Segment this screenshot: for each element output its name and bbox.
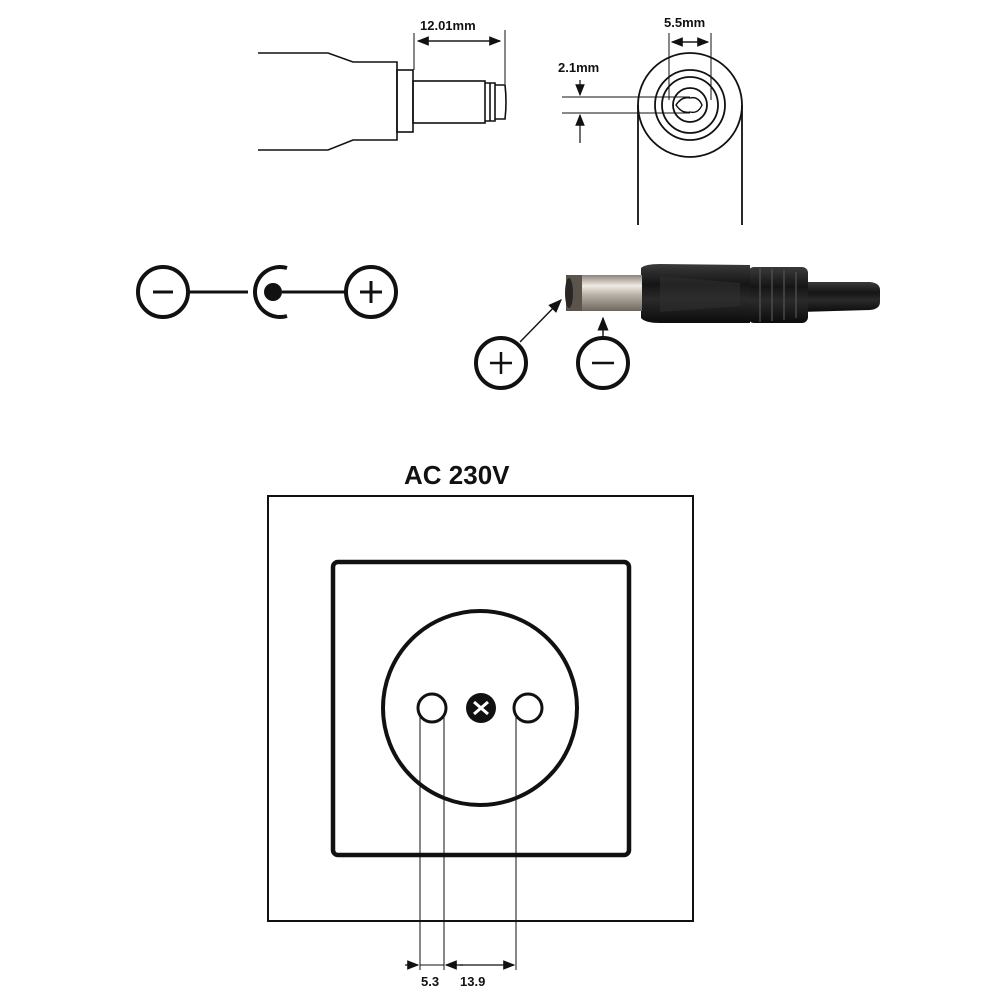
socket-pin-hole-right: [512, 692, 544, 724]
pin-spacing-label: 13.9: [460, 974, 485, 989]
outer-diameter-label: 5.5mm: [664, 15, 705, 30]
tip-positive-icon: [474, 336, 528, 390]
pin-diameter-label: 5.3: [421, 974, 439, 989]
inner-diameter-label: 2.1mm: [558, 60, 599, 75]
positive-terminal-icon: [344, 265, 398, 319]
plug-side-view: [258, 30, 507, 151]
socket-outer-frame: [267, 495, 694, 922]
socket-inner-frame: [330, 559, 632, 858]
socket-title: AC 230V: [404, 460, 510, 490]
plug-photo: [474, 264, 880, 390]
plug-end-view: [562, 33, 743, 225]
ac-socket: [267, 495, 694, 970]
length-dimension-label: 12.01mm: [420, 18, 476, 33]
barrel-connector-icon: [253, 265, 288, 319]
socket-pin-hole-left: [416, 692, 448, 724]
socket-face: [381, 609, 579, 807]
sleeve-negative-icon: [576, 336, 630, 390]
polarity-symbol: [136, 265, 398, 319]
